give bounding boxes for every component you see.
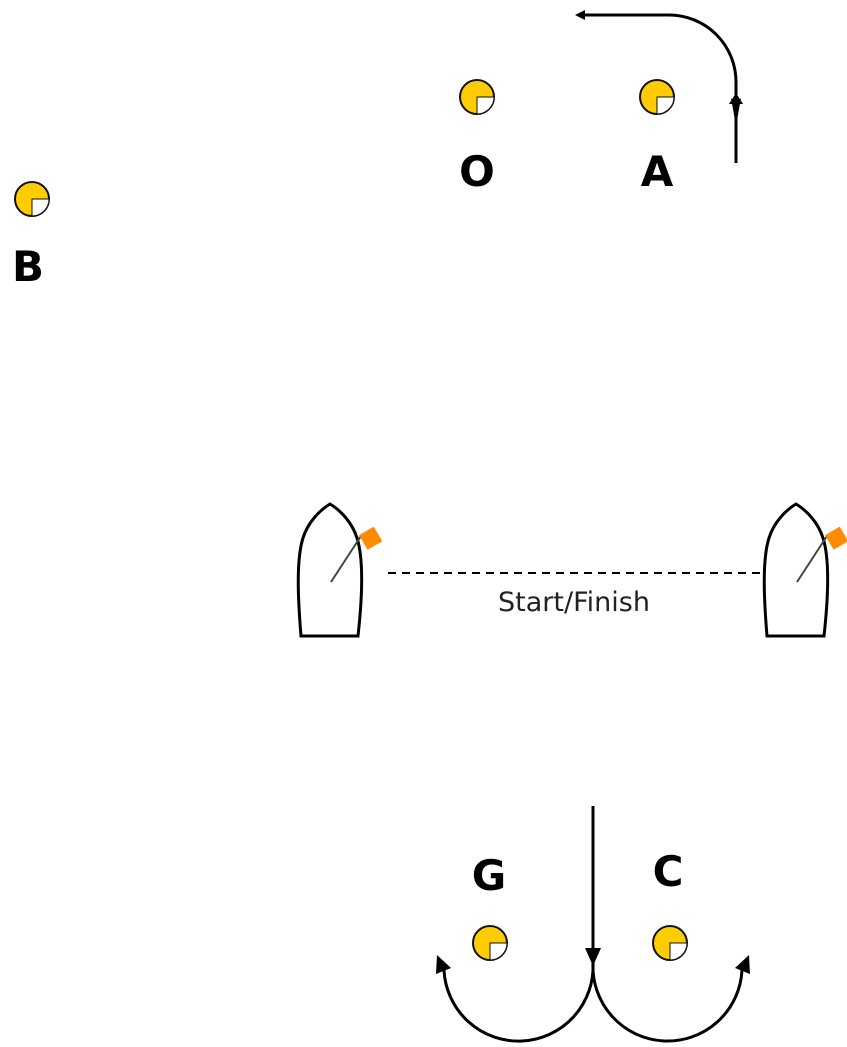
- buoy-c-icon: [652, 925, 688, 961]
- mark-label-b: B: [11, 242, 45, 291]
- left-flag-icon: [359, 526, 383, 550]
- start-finish-label: Start/Finish: [498, 587, 650, 618]
- right-committee-boat-icon: [762, 502, 847, 638]
- upper-course-arrow-icon: [575, 10, 743, 163]
- buoy-a-icon: [639, 79, 675, 115]
- mark-label-c: C: [652, 847, 684, 896]
- mark-label-o: O: [459, 147, 495, 196]
- buoy-b-icon: [14, 181, 50, 217]
- buoy-g-icon: [472, 925, 508, 961]
- left-committee-boat-icon: [296, 502, 383, 638]
- mark-label-g: G: [471, 851, 507, 900]
- mark-label-a: A: [640, 147, 674, 196]
- right-flag-icon: [825, 526, 847, 550]
- lower-course-arrow-icon: [436, 806, 750, 1043]
- buoy-o-icon: [459, 79, 495, 115]
